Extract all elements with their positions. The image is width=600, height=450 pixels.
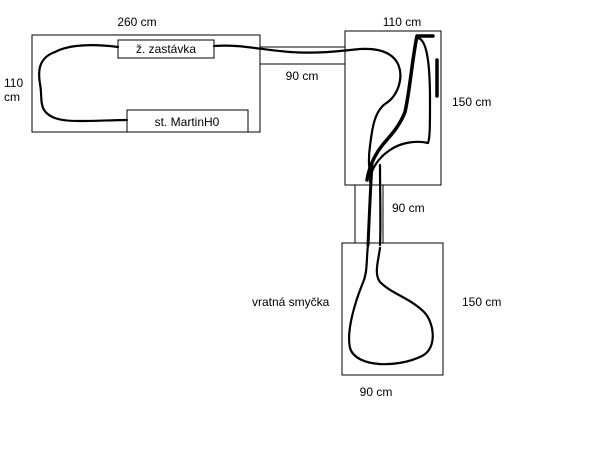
dimension-top-left-height-2: cm: [4, 90, 20, 104]
track-left-loop: [38, 44, 129, 123]
track-right-spur: [365, 34, 435, 182]
dimension-connector-vertical-width: 90 cm: [392, 201, 425, 215]
dimension-top-left-height-1: 110: [4, 76, 23, 90]
track-top-run: [212, 44, 402, 180]
dimension-bottom-width: 90 cm: [360, 385, 393, 399]
dimension-top-right-width: 110 cm: [383, 15, 421, 29]
dimension-top-right-height: 150 cm: [452, 95, 491, 109]
station-label-martin: st. MartinH0: [155, 115, 220, 129]
track-vertical: [366, 163, 374, 247]
dimension-top-left-width: 260 cm: [117, 15, 156, 29]
loop-label: vratná smyčka: [252, 295, 330, 309]
dimension-connector-top-width: 90 cm: [286, 69, 319, 83]
board-top-right: [344, 30, 442, 186]
track-return-loop: [348, 243, 434, 366]
dimension-bottom-height: 150 cm: [462, 295, 501, 309]
station-box-zastavka: [117, 39, 215, 59]
track-right-outer: [368, 36, 432, 184]
board-bottom: [341, 242, 444, 376]
station-label-zastavka: ž. zastávka: [136, 42, 196, 56]
